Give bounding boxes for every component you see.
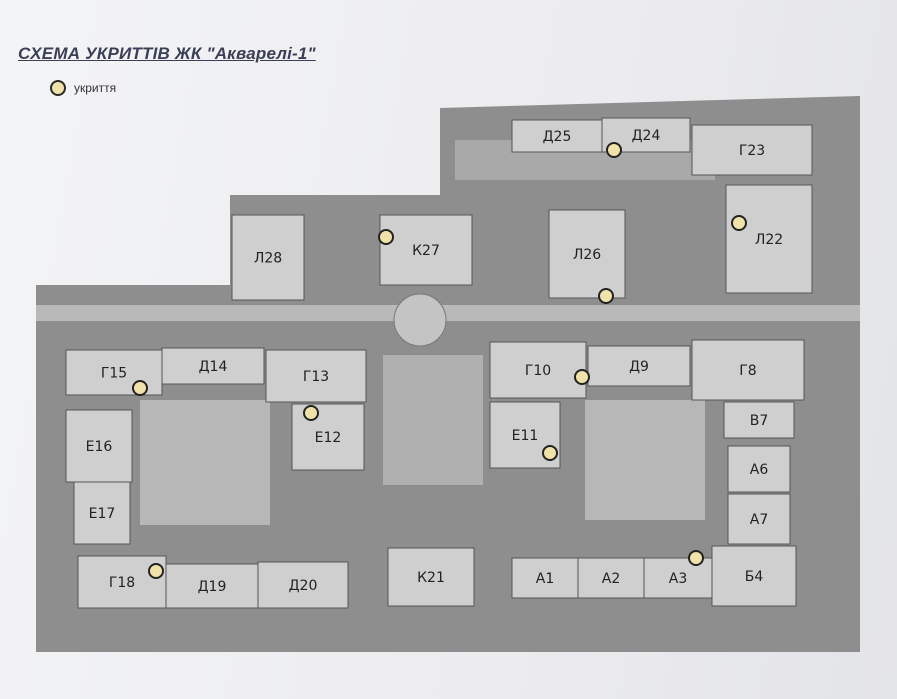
legend-label: укриття bbox=[74, 81, 117, 95]
building-b4[interactable] bbox=[711, 545, 797, 607]
building-label-a6: А6 bbox=[750, 462, 769, 478]
building-a3[interactable] bbox=[643, 557, 713, 599]
building-b7[interactable] bbox=[723, 401, 795, 439]
building-label-g18: Г18 bbox=[109, 575, 135, 591]
shelter-d24-icon[interactable] bbox=[606, 142, 622, 158]
shelter-legend-icon bbox=[50, 80, 66, 96]
building-e17[interactable] bbox=[73, 481, 131, 545]
building-a7[interactable] bbox=[727, 493, 791, 545]
building-g10[interactable] bbox=[489, 341, 587, 399]
building-d14[interactable] bbox=[161, 347, 265, 385]
building-label-l26: Л26 bbox=[573, 247, 601, 263]
shelter-e11-icon[interactable] bbox=[542, 445, 558, 461]
building-k21[interactable] bbox=[387, 547, 475, 607]
building-d19[interactable] bbox=[165, 563, 259, 609]
shelter-markers bbox=[132, 142, 747, 579]
shelter-k27-icon[interactable] bbox=[378, 229, 394, 245]
building-g23[interactable] bbox=[691, 124, 813, 176]
building-label-g13: Г13 bbox=[303, 369, 329, 385]
building-label-g23: Г23 bbox=[739, 143, 765, 159]
building-d24[interactable] bbox=[601, 117, 691, 153]
shelter-e12-icon[interactable] bbox=[303, 405, 319, 421]
shelter-g15-icon[interactable] bbox=[132, 380, 148, 396]
building-label-d25: Д25 bbox=[543, 129, 572, 145]
building-a1[interactable] bbox=[511, 557, 579, 599]
legend: укриття bbox=[50, 80, 116, 96]
building-l22[interactable] bbox=[725, 184, 813, 294]
building-label-l22: Л22 bbox=[755, 232, 783, 248]
building-label-e17: Е17 bbox=[89, 506, 116, 522]
building-d9[interactable] bbox=[587, 345, 691, 387]
building-label-d19: Д19 bbox=[198, 579, 227, 595]
building-label-a3: А3 bbox=[669, 571, 687, 587]
building-a6[interactable] bbox=[727, 445, 791, 493]
building-label-d14: Д14 bbox=[199, 359, 228, 375]
building-label-l28: Л28 bbox=[254, 251, 282, 267]
building-l28[interactable] bbox=[231, 214, 305, 301]
building-g8[interactable] bbox=[691, 339, 805, 401]
building-a2[interactable] bbox=[577, 557, 645, 599]
shelter-l26-icon[interactable] bbox=[598, 288, 614, 304]
building-l26[interactable] bbox=[548, 209, 626, 299]
building-label-d20: Д20 bbox=[289, 578, 318, 594]
parking-area bbox=[383, 355, 483, 485]
building-label-g10: Г10 bbox=[525, 363, 551, 379]
page-title: СХЕМА УКРИТТІВ ЖК "Акварелі-1" bbox=[18, 44, 316, 63]
building-label-k21: К21 bbox=[417, 570, 445, 586]
shelter-l22-icon[interactable] bbox=[731, 215, 747, 231]
courtyard-east bbox=[585, 400, 705, 520]
building-label-b7: В7 bbox=[750, 413, 769, 429]
building-label-k27: К27 bbox=[412, 243, 440, 259]
building-k27[interactable] bbox=[379, 214, 473, 286]
building-label-a2: А2 bbox=[602, 571, 620, 587]
building-label-d9: Д9 bbox=[629, 359, 649, 375]
building-d20[interactable] bbox=[257, 561, 349, 609]
shelter-a3-icon[interactable] bbox=[688, 550, 704, 566]
shelter-g10-icon[interactable] bbox=[574, 369, 590, 385]
building-label-g8: Г8 bbox=[739, 363, 756, 379]
building-label-b4: Б4 bbox=[745, 569, 764, 585]
courtyard-west bbox=[140, 400, 270, 525]
building-label-d24: Д24 bbox=[632, 128, 661, 144]
building-label-e16: Е16 bbox=[86, 439, 113, 455]
road bbox=[36, 305, 860, 321]
building-g13[interactable] bbox=[265, 349, 367, 403]
shelter-g18-icon[interactable] bbox=[148, 563, 164, 579]
central-plaza bbox=[393, 293, 447, 347]
building-label-g15: Г15 bbox=[101, 366, 127, 382]
building-label-a7: А7 bbox=[750, 512, 768, 528]
building-label-a1: А1 bbox=[536, 571, 554, 587]
building-label-e11: Е11 bbox=[512, 428, 539, 444]
building-label-e12: Е12 bbox=[315, 430, 342, 446]
